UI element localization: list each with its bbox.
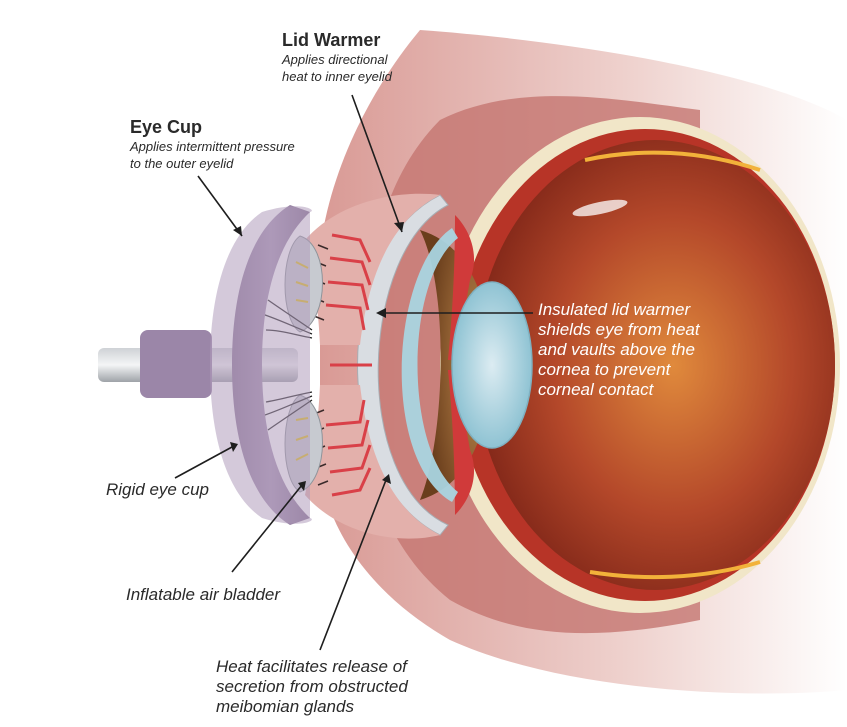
- ciliary-body-upper: [448, 215, 475, 360]
- lid-warmer-desc-2: heat to inner eyelid: [282, 69, 392, 84]
- lower-retina-stripe: [589, 560, 761, 580]
- insulated-line-1: Insulated lid warmer: [538, 300, 691, 319]
- meibomian-glands-lower: [325, 399, 372, 497]
- eye-highlight: [572, 199, 628, 217]
- lid-warmer-desc-1: Applies directional: [282, 52, 388, 67]
- insulated-line-2: shields eye from heat: [538, 320, 700, 339]
- eye-cup-callout: Eye Cup Applies intermittent pressure to…: [130, 117, 295, 172]
- heat-callout: Heat facilitates release of secretion fr…: [216, 657, 408, 717]
- heat-line-2: secretion from obstructed: [216, 677, 408, 696]
- rigid-eye-cup-rim: [210, 206, 312, 524]
- connector-hub: [140, 330, 212, 398]
- heat-line-3: meibomian glands: [216, 697, 354, 716]
- lid-warmer-title: Lid Warmer: [282, 30, 381, 50]
- insulated-line-5: corneal contact: [538, 380, 654, 399]
- eye-cup-desc-2: to the outer eyelid: [130, 156, 234, 171]
- meibomian-glands-upper: [325, 233, 372, 331]
- upper-retina-stripe: [584, 150, 761, 172]
- rigid-eye-cup-label: Rigid eye cup: [106, 480, 210, 499]
- cornea: [401, 228, 458, 502]
- lens: [451, 281, 533, 449]
- insulated-line-4: cornea to prevent: [538, 360, 671, 379]
- lid-warmer-callout: Lid Warmer Applies directional heat to i…: [282, 30, 392, 85]
- eye-interior: [475, 140, 835, 590]
- insulated-warmer-callout: Insulated lid warmer shields eye from he…: [538, 300, 700, 400]
- leader-lines: [174, 94, 533, 651]
- air-bladder-label: Inflatable air bladder: [126, 585, 281, 604]
- insulated-line-3: and vaults above the: [538, 340, 695, 359]
- eye-cup-title: Eye Cup: [130, 117, 203, 137]
- leader-arrowheads: [230, 222, 404, 491]
- eye-cup-desc-1: Applies intermittent pressure: [130, 139, 295, 154]
- ciliary-body-lower: [448, 370, 475, 515]
- heat-line-1: Heat facilitates release of: [216, 657, 407, 676]
